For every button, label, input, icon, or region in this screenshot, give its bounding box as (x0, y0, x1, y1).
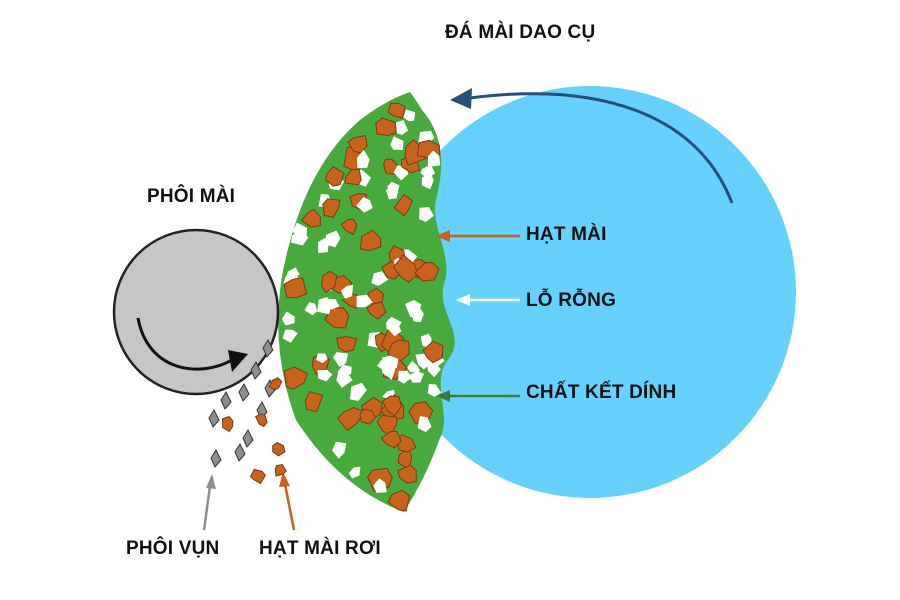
pore (286, 267, 300, 279)
pore (387, 181, 400, 194)
abrasive-grain (380, 430, 402, 449)
abrasive-grain (347, 135, 368, 154)
pore (420, 164, 436, 179)
chips-label: PHÔI VỤN (126, 538, 220, 559)
pore (317, 369, 333, 382)
abrasive-grain (336, 406, 365, 432)
abrasive-grain (381, 395, 402, 417)
pore (373, 478, 387, 493)
falling-grains-label: HẠT MÀI RƠI (259, 538, 381, 559)
metal-chip (234, 442, 246, 462)
bond-pointer-arrowhead-icon (436, 390, 450, 402)
pore-pointer-arrowhead-icon (456, 294, 470, 306)
abrasive-grain (422, 340, 444, 364)
pore (411, 308, 424, 323)
metal-chip (208, 408, 220, 428)
metal-chip (220, 390, 232, 410)
abrasive-grain (320, 270, 338, 293)
abrasive-grain (393, 193, 414, 217)
pore (357, 149, 370, 169)
pore (324, 230, 341, 248)
workpiece-rotation-arrow-icon (136, 317, 233, 371)
pore (427, 360, 441, 378)
metal-chip (242, 428, 254, 448)
abrasive-grain (376, 414, 398, 437)
pore (371, 271, 389, 286)
abrasive-grain (397, 447, 413, 469)
pore (427, 384, 442, 397)
grain-label: HẠT MÀI (526, 224, 607, 245)
pore (281, 311, 295, 326)
abrasive-grain (336, 335, 358, 353)
pore (348, 466, 361, 479)
pore (304, 302, 318, 316)
abrasive-grain (387, 339, 410, 362)
falling-grain-pointer-arrow (283, 483, 296, 531)
abrasive-grain (359, 408, 376, 425)
falling-grain (274, 463, 287, 477)
metal-chip (210, 448, 222, 468)
falling-grain (255, 413, 268, 428)
grain-pointer-arrowhead-icon (436, 230, 450, 242)
abrasive-grain (387, 102, 406, 119)
abrasive-grain (375, 117, 397, 137)
abrasive-grain (300, 208, 321, 228)
pore (381, 355, 399, 370)
abrasive-grain (397, 464, 417, 484)
falling-grain (268, 377, 283, 391)
chips-pointer-arrow (202, 485, 212, 531)
bond-label: CHẤT KẾT DÍNH (526, 382, 677, 403)
wheel-rotation-arrowhead-icon (450, 88, 472, 109)
wheel-rotation-arrow-icon (469, 92, 734, 204)
abrasive-grain (325, 166, 345, 187)
falling-grain (249, 468, 266, 485)
abrasive-grain (366, 301, 387, 320)
pore (387, 319, 402, 337)
pore (292, 222, 308, 238)
pore-label: LỖ RỖNG (526, 290, 617, 311)
pore (419, 207, 435, 222)
abrasive-grain (340, 218, 358, 236)
falling-grain-pointer-arrowhead-icon (279, 472, 290, 487)
pore (350, 382, 367, 401)
pore (356, 294, 373, 308)
abrasive-grain (396, 434, 417, 453)
wheel-title: ĐÁ MÀI DAO CỤ (445, 22, 596, 43)
pore (316, 353, 328, 364)
pore (427, 150, 441, 167)
abrasive-grain (359, 229, 382, 252)
abrasive-grain (344, 168, 362, 186)
workpiece-label: PHÔI MÀI (147, 186, 236, 207)
workpiece-rotation-arrowhead-icon (228, 350, 248, 372)
metal-chip (262, 338, 274, 358)
pore (408, 371, 424, 383)
pore (336, 370, 353, 388)
pore (390, 136, 404, 150)
pore (340, 285, 354, 299)
abrasive-grain (387, 489, 411, 512)
metal-chip (250, 360, 262, 380)
pore (333, 352, 349, 367)
metal-chip (238, 382, 250, 402)
particles-group (208, 102, 445, 512)
pore (403, 109, 416, 122)
pore (417, 416, 432, 433)
pore (317, 297, 332, 315)
abrasive-grain (304, 391, 324, 413)
pore (398, 370, 412, 384)
abrasive-grain (283, 366, 308, 390)
falling-grain (221, 416, 234, 433)
falling-grain (272, 441, 286, 457)
abrasive-grain (414, 261, 440, 282)
pore (421, 173, 434, 190)
pore (407, 360, 420, 373)
pore (356, 197, 373, 213)
pore (282, 329, 298, 343)
abrasive-grain (322, 198, 341, 218)
pore (332, 441, 347, 459)
chips-pointer-arrowhead-icon (206, 474, 216, 489)
